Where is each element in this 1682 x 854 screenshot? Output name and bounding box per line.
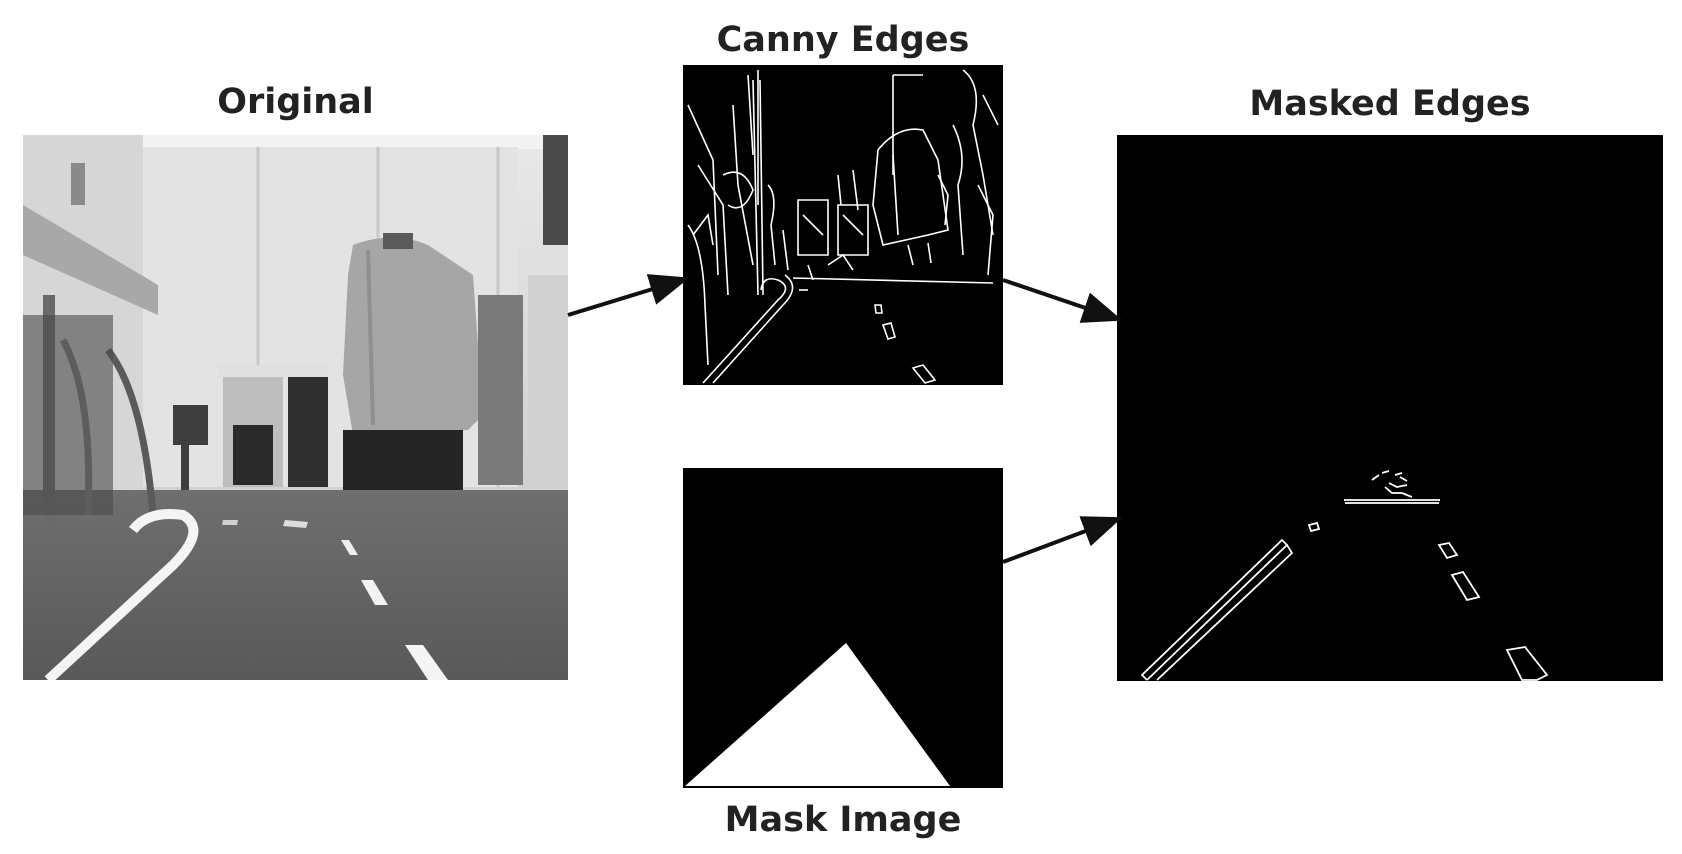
mask-image xyxy=(683,468,1003,788)
arrow-icon xyxy=(1002,278,1123,323)
masked-edges-image xyxy=(1117,135,1663,681)
floor xyxy=(23,490,568,680)
chair xyxy=(173,405,208,445)
mask-image-title: Mask Image xyxy=(724,800,962,840)
lane-dash-3 xyxy=(341,540,358,555)
lane-dash-5 xyxy=(222,520,238,525)
shelf xyxy=(23,205,158,315)
masked-dash-1 xyxy=(1437,541,1459,560)
masked-dash-3 xyxy=(1505,646,1549,681)
canny-edges-image xyxy=(683,65,1003,385)
ceiling xyxy=(23,135,568,149)
lane-dash-4 xyxy=(283,520,308,528)
mask-triangle xyxy=(685,643,950,786)
arrow-icon xyxy=(567,274,690,317)
masked-lane-left xyxy=(1146,543,1294,681)
lane-line-left xyxy=(44,509,199,680)
coat xyxy=(343,237,483,435)
masked-dash-2 xyxy=(1450,570,1481,602)
lane-dash-1 xyxy=(405,645,448,680)
canny-edges-title: Canny Edges xyxy=(716,20,970,60)
lane-dash-2 xyxy=(361,580,388,605)
desk xyxy=(218,365,328,377)
original-title: Original xyxy=(217,82,374,122)
original-image xyxy=(23,135,568,680)
arrow-icon xyxy=(1002,516,1123,564)
masked-edges-title: Masked Edges xyxy=(1249,84,1531,124)
